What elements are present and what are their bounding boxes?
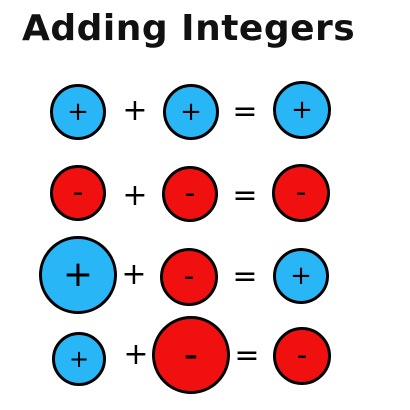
- row2-equals-operator: =: [232, 178, 258, 213]
- row3-plus-operator: +: [121, 257, 147, 292]
- row4-small-positive-circle: +: [52, 332, 106, 386]
- row2-second-negative-circle: -: [162, 166, 218, 222]
- circle-sign: +: [291, 95, 313, 125]
- circle-sign: +: [68, 345, 90, 373]
- circle-sign: +: [290, 261, 312, 291]
- row3-large-positive-circle: +: [39, 236, 117, 314]
- row1-first-positive-circle: +: [50, 84, 106, 140]
- circle-sign: -: [296, 338, 308, 373]
- row2-plus-operator: +: [122, 178, 148, 213]
- row4-equals-operator: =: [234, 338, 260, 373]
- row4-result-negative-circle: -: [273, 327, 331, 385]
- circle-sign: +: [67, 97, 89, 127]
- circle-sign: +: [180, 97, 202, 127]
- row3-negative-circle: -: [160, 248, 218, 306]
- circle-sign: -: [295, 175, 307, 210]
- circle-sign: -: [184, 176, 196, 211]
- row2-result-negative-circle: -: [272, 164, 330, 222]
- row3-equals-operator: =: [232, 259, 258, 294]
- circle-sign: -: [183, 259, 195, 294]
- circle-sign: +: [62, 254, 94, 295]
- page-title: Adding Integers: [22, 8, 356, 49]
- row1-second-positive-circle: +: [163, 84, 219, 140]
- circle-sign: -: [72, 175, 84, 210]
- circle-sign: -: [183, 332, 199, 378]
- row2-first-negative-circle: -: [50, 165, 106, 221]
- row3-result-positive-circle: +: [273, 248, 329, 304]
- row1-equals-operator: =: [232, 94, 258, 129]
- row4-large-negative-circle: -: [152, 316, 230, 394]
- row1-result-positive-circle: +: [273, 81, 331, 139]
- row4-plus-operator: +: [123, 337, 149, 372]
- row1-plus-operator: +: [122, 93, 148, 128]
